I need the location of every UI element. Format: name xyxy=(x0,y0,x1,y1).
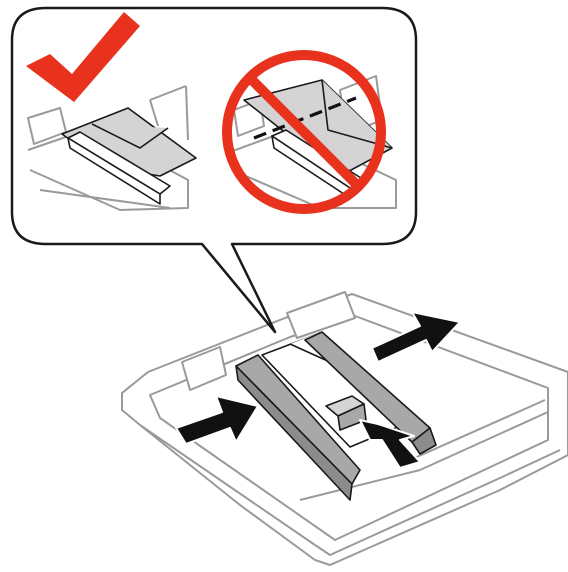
correct-tray-rail xyxy=(39,85,189,209)
edge-guide-left xyxy=(235,354,361,501)
arrow-right-pointing-lower[interactable] xyxy=(175,395,259,445)
prohibited-circle xyxy=(222,50,386,214)
guide-tab-front xyxy=(337,403,367,431)
cassette-front-edge xyxy=(139,424,316,546)
cassette-front-lip xyxy=(314,449,561,556)
check-mark xyxy=(26,12,140,102)
fold-line-dashed xyxy=(253,96,357,140)
correct-envelope xyxy=(61,107,197,177)
callout-bubble xyxy=(10,6,418,334)
prohibited-slash xyxy=(246,74,362,190)
correct-guide xyxy=(67,131,171,205)
cassette-inner-rails xyxy=(299,399,549,501)
correct-guide-side xyxy=(67,137,161,205)
incorrect-envelope-flap xyxy=(321,79,393,149)
arrow-pointing-up-left[interactable] xyxy=(359,419,421,469)
correct-loading-panel xyxy=(26,12,197,211)
edge-guide-right-side xyxy=(411,427,437,455)
arrows xyxy=(175,311,461,469)
arrow-left-pointing[interactable] xyxy=(371,311,461,363)
prohibited-sign xyxy=(222,50,386,214)
edge-guide-right xyxy=(304,331,437,455)
cassette-left-tab xyxy=(181,346,227,391)
cassette-back-post xyxy=(286,291,356,339)
correct-envelope-flap xyxy=(91,123,169,149)
callout-outline xyxy=(10,6,418,334)
edge-guide-left-side xyxy=(235,365,353,501)
incorrect-loading-panel xyxy=(222,50,397,214)
